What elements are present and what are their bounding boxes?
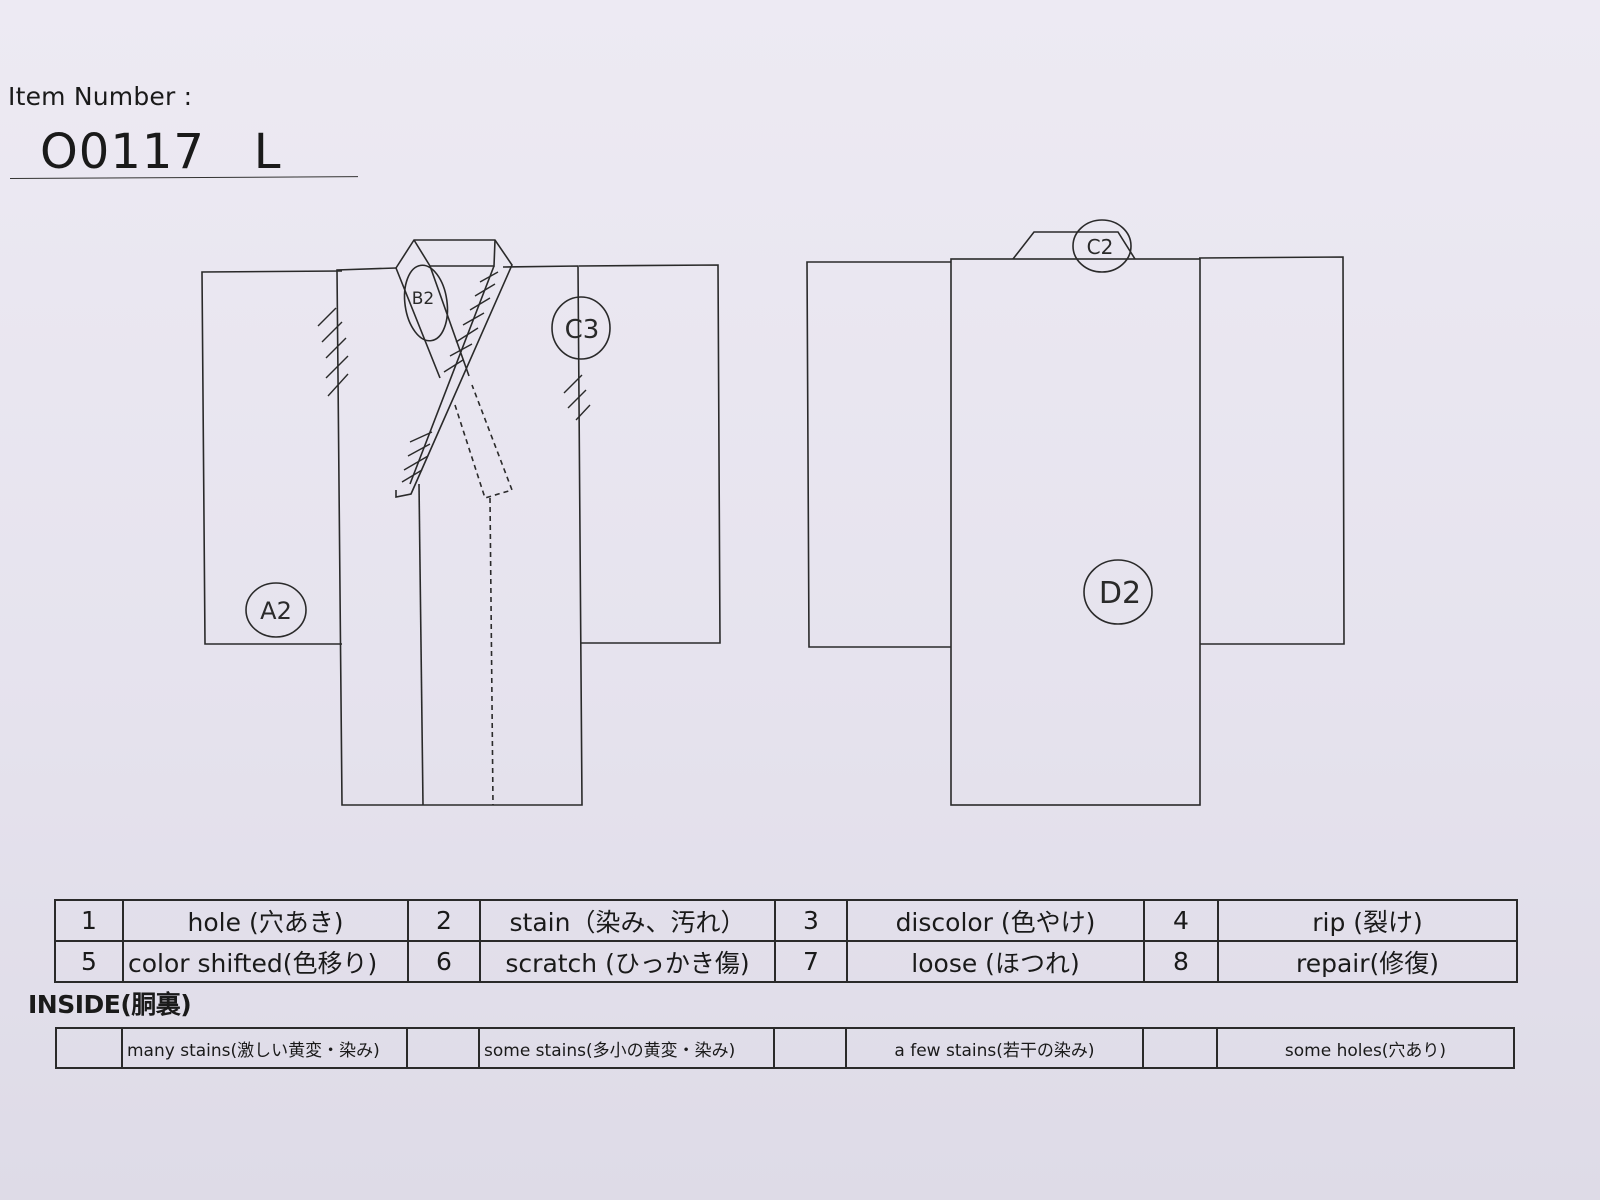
defect-legend-row: 5 color shifted(色移り) 6 scratch (ひっかき傷) 7… [54,940,1518,983]
back-collar-tab [1012,231,1136,260]
annotation-c3-text: C3 [565,315,600,345]
inside-label-many-stains: many stains(激しい黄変・染み) [121,1027,408,1069]
annotation-d2-circle [1083,559,1153,625]
collar-hatch-marks [401,271,499,483]
annotation-b2-circle [403,264,449,342]
defect-label-hole: hole (穴あき) [122,899,409,942]
defect-number: 5 [54,940,124,983]
annotation-d2-text: D2 [1099,576,1141,611]
defect-label-color-shifted: color shifted(色移り) [122,940,409,983]
inside-lining-table: many stains(激しい黄変・染み) some stains(多小の黄変・… [55,1027,1515,1069]
defect-legend-table: 1 hole (穴あき) 2 stain（染み、汚れ） 3 discolor (… [54,899,1518,983]
defect-number: 2 [407,899,481,942]
front-collar-underlap-dashed [454,384,514,499]
inside-checkbox-many-stains[interactable] [55,1027,123,1069]
annotation-c2-circle [1072,219,1132,273]
kimono-front-view: A2 B2 C3 [201,239,721,806]
defect-label-stain: stain（染み、汚れ） [479,899,776,942]
annotation-a2-circle [245,582,307,638]
defect-label-repair: repair(修復) [1217,940,1518,983]
front-center-dashed-line [489,497,494,806]
annotation-c2-text: C2 [1087,235,1114,259]
annotation-b2-text: B2 [412,289,434,309]
inside-checkbox-some-holes[interactable] [1142,1027,1218,1069]
defect-number: 7 [774,940,848,983]
inside-options-row: many stains(激しい黄変・染み) some stains(多小の黄変・… [55,1027,1515,1069]
back-left-sleeve [806,261,951,648]
front-left-sleeve [201,270,343,645]
annotation-a2-text: A2 [260,597,292,625]
inside-checkbox-few-stains[interactable] [773,1027,847,1069]
defect-number: 8 [1143,940,1219,983]
front-left-panel-line [418,483,424,806]
defect-number: 1 [54,899,124,942]
front-right-sleeve [578,264,721,644]
front-left-hatch-marks [317,307,349,397]
front-collar-inner [413,239,496,267]
item-number-label: Item Number : [8,82,193,111]
annotation-c3-circle [551,296,611,360]
inside-section-title: INSIDE(胴裏) [28,990,192,1019]
inside-label-some-holes: some holes(穴あり) [1216,1027,1515,1069]
defect-label-scratch: scratch (ひっかき傷) [479,940,776,983]
back-body [950,258,1201,806]
front-collar-left-band [395,267,441,379]
defect-number: 3 [774,899,848,942]
inside-label-some-stains: some stains(多小の黄変・染み) [478,1027,775,1069]
inside-label-few-stains: a few stains(若干の染み) [845,1027,1144,1069]
defect-legend-row: 1 hole (穴あき) 2 stain（染み、汚れ） 3 discolor (… [54,899,1518,942]
front-right-hatch-marks [563,374,591,421]
defect-label-rip: rip (裂け) [1217,899,1518,942]
defect-label-loose: loose (ほつれ) [846,940,1145,983]
defect-label-discolor: discolor (色やけ) [846,899,1145,942]
kimono-back-view: C2 D2 [806,219,1345,806]
front-collar-left-band-edge [429,265,470,377]
defect-number: 4 [1143,899,1219,942]
item-number-value: O0117 L [40,124,282,180]
inside-checkbox-some-stains[interactable] [406,1027,480,1069]
front-body-outline [336,265,583,806]
defect-number: 6 [407,940,481,983]
back-right-sleeve [1198,256,1345,645]
